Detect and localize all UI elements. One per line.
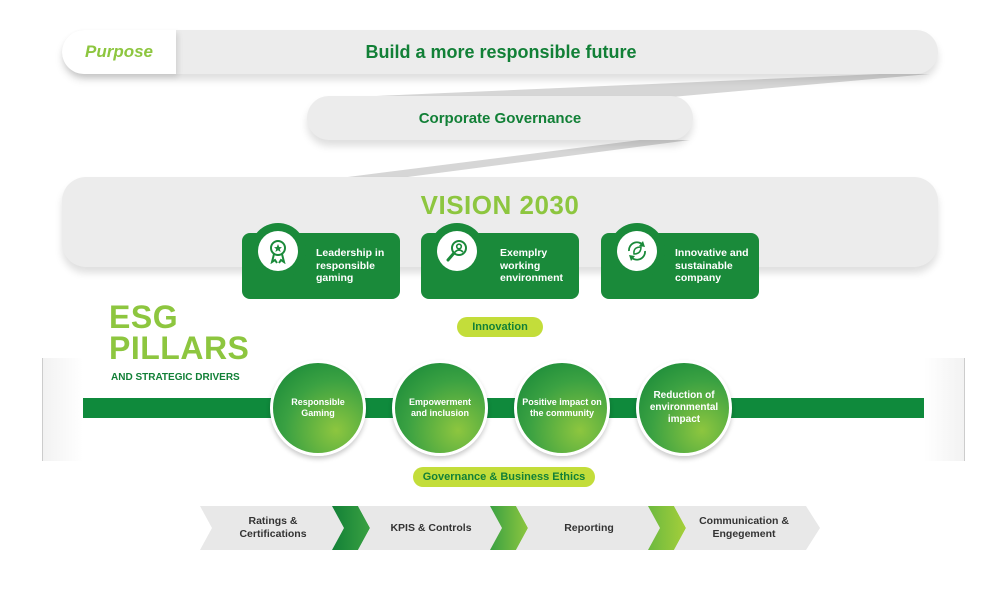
vision-card-label: Leadership in responsible gaming <box>316 247 385 284</box>
purpose-bar <box>62 30 938 74</box>
process-arrow <box>648 506 686 550</box>
esg-title-line1: ESG <box>109 299 179 335</box>
process-step-ratings: Ratings & Certifications <box>239 515 307 540</box>
pillar-empowerment: Empowerment and inclusion <box>392 360 488 456</box>
purpose-governance-connector <box>330 74 930 98</box>
process-step-kpis: KPIS & Controls <box>390 521 472 534</box>
corporate-governance-bar: Corporate Governance <box>307 96 693 140</box>
pillar-frame-right <box>964 358 965 461</box>
process-step-reporting: Reporting <box>564 521 614 534</box>
purpose-tag: Purpose <box>62 30 176 74</box>
pillar-community: Positive impact on the community <box>514 360 610 456</box>
pillar-environment: Reduction of environmental impact <box>636 360 732 456</box>
pillar-frame-left <box>42 358 43 461</box>
process-arrow <box>490 506 528 550</box>
purpose-statement: Build a more responsible future <box>365 41 637 62</box>
ethics-pill: Governance & Business Ethics <box>413 467 595 487</box>
pillar-label: Positive impact on the community <box>522 397 602 418</box>
vision-card-badge <box>609 223 665 279</box>
vision-card-leadership: Leadership in responsible gaming <box>242 233 400 299</box>
vision-card-label: Exemplry working environment <box>500 247 564 284</box>
process-step-box <box>674 506 820 550</box>
process-step-box <box>516 506 668 550</box>
vision-card-badge <box>250 223 306 279</box>
esg-title-line2: PILLARS <box>109 330 250 366</box>
governance-vision-connector <box>340 140 690 178</box>
person-magnifier-icon <box>437 231 477 271</box>
pillar-label: Empowerment and inclusion <box>408 397 471 418</box>
esg-pillars-title: ESG PILLARS <box>109 299 250 366</box>
pillar-label: Responsible Gaming <box>291 397 345 418</box>
pillar-responsible-gaming: Responsible Gaming <box>270 360 366 456</box>
process-arrow <box>332 506 370 550</box>
esg-subtitle: AND STRATEGIC DRIVERS <box>111 372 240 383</box>
pillar-label: Reduction of environmental impact <box>649 390 719 425</box>
process-step-communication: Communication & Engegement <box>699 515 789 540</box>
process-step-box <box>200 506 352 550</box>
award-ribbon-icon <box>258 231 298 271</box>
vision-title: VISION 2030 <box>420 190 580 220</box>
process-step-box <box>358 506 510 550</box>
leaf-cycle-icon <box>617 231 657 271</box>
pillar-frame-left-shade <box>43 358 83 461</box>
vision-card-badge <box>429 223 485 279</box>
vision-card-label: Innovative and sustainable company <box>675 247 749 284</box>
pillar-frame-right-shade <box>924 358 964 461</box>
innovation-pill: Innovation <box>457 317 543 337</box>
